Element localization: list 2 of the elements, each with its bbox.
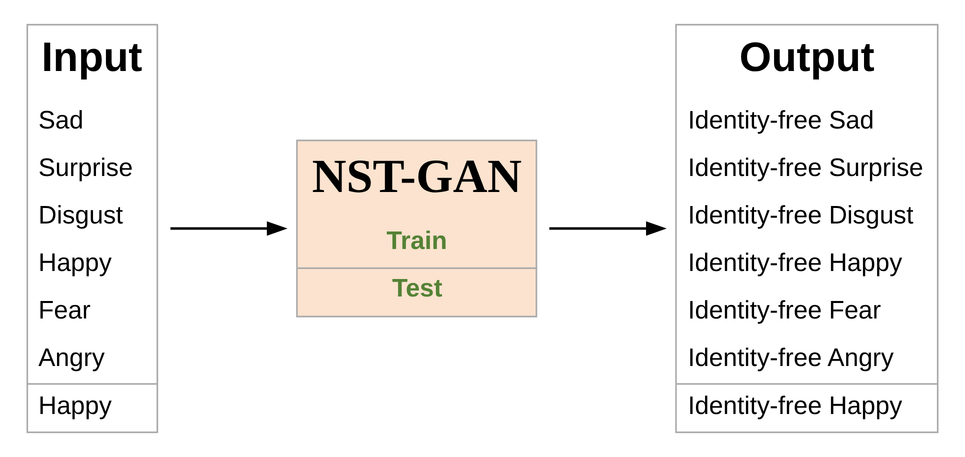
arrow xyxy=(549,221,667,236)
arrow xyxy=(170,221,288,236)
